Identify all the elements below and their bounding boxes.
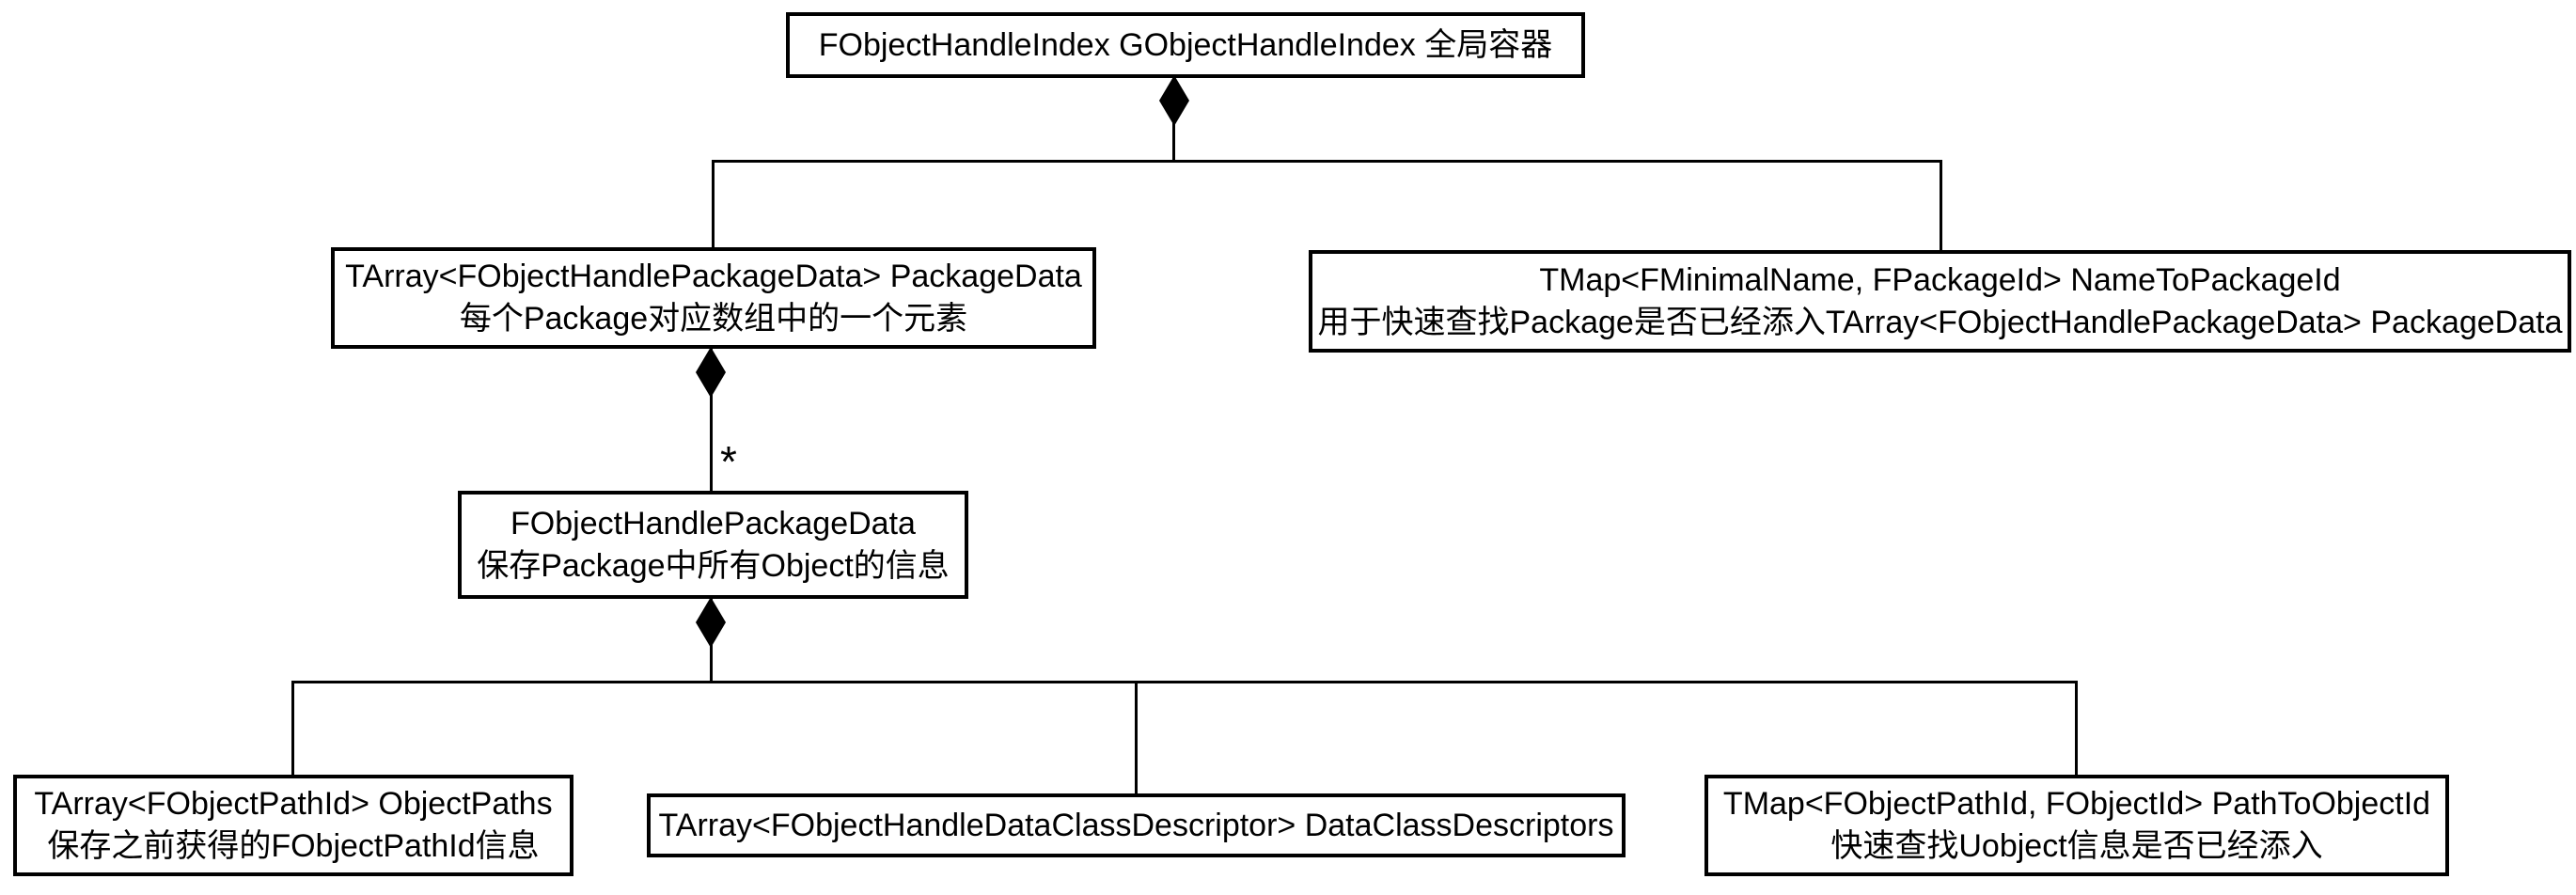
- composition-diamond-icon: [696, 597, 726, 648]
- node-title: TMap<FObjectPathId, FObjectId> PathToObj…: [1722, 786, 2431, 822]
- composition-diamond-icon: [1159, 75, 1189, 126]
- node-title: FObjectHandleIndex GObjectHandleIndex 全局…: [818, 26, 1553, 63]
- composition-diamond-icon: [696, 347, 726, 398]
- node-objectpaths: TArray<FObjectPathId> ObjectPaths 保存之前获得…: [13, 775, 573, 876]
- edge-bottom-branch: [291, 681, 2078, 683]
- node-title: TArray<FObjectHandleDataClassDescriptor>…: [658, 807, 1614, 843]
- node-nametopackageid: TMap<FMinimalName, FPackageId> NameToPac…: [1309, 250, 2571, 353]
- node-desc: 快速查找Uobject信息是否已经添入: [1830, 828, 2323, 864]
- node-fobjecthandlepackagedata: FObjectHandlePackageData 保存Package中所有Obj…: [458, 491, 968, 599]
- node-packagedata-array: TArray<FObjectHandlePackageData> Package…: [331, 247, 1096, 349]
- edge-drop-pathtoobjectid: [2075, 681, 2078, 777]
- node-title: FObjectHandlePackageData: [510, 505, 916, 542]
- edge-drop-dataclassdescriptors: [1135, 681, 1138, 795]
- edge-top-branch: [712, 160, 1942, 163]
- edge-drop-objectpaths: [291, 681, 294, 777]
- node-desc: 用于快速查找Package是否已经添入TArray<FObjectHandleP…: [1317, 304, 2563, 340]
- multiplicity-star-label: *: [720, 437, 737, 486]
- edge-drop-packagedata: [712, 160, 715, 249]
- node-desc: 每个Package对应数组中的一个元素: [459, 301, 968, 337]
- node-title: TArray<FObjectPathId> ObjectPaths: [34, 786, 553, 822]
- node-gobjecthandleindex: FObjectHandleIndex GObjectHandleIndex 全局…: [786, 12, 1585, 78]
- node-pathtoobjectid: TMap<FObjectPathId, FObjectId> PathToObj…: [1704, 775, 2449, 876]
- edge-drop-nametopackageid: [1940, 160, 1942, 252]
- node-title: TArray<FObjectHandlePackageData> Package…: [345, 259, 1082, 294]
- node-title: TMap<FMinimalName, FPackageId> NameToPac…: [1539, 261, 2341, 298]
- node-desc: 保存之前获得的FObjectPathId信息: [47, 828, 540, 864]
- node-dataclassdescriptors: TArray<FObjectHandleDataClassDescriptor>…: [647, 793, 1626, 857]
- edge-packagedata-to-struct: [710, 349, 713, 492]
- node-desc: 保存Package中所有Object的信息: [477, 547, 950, 584]
